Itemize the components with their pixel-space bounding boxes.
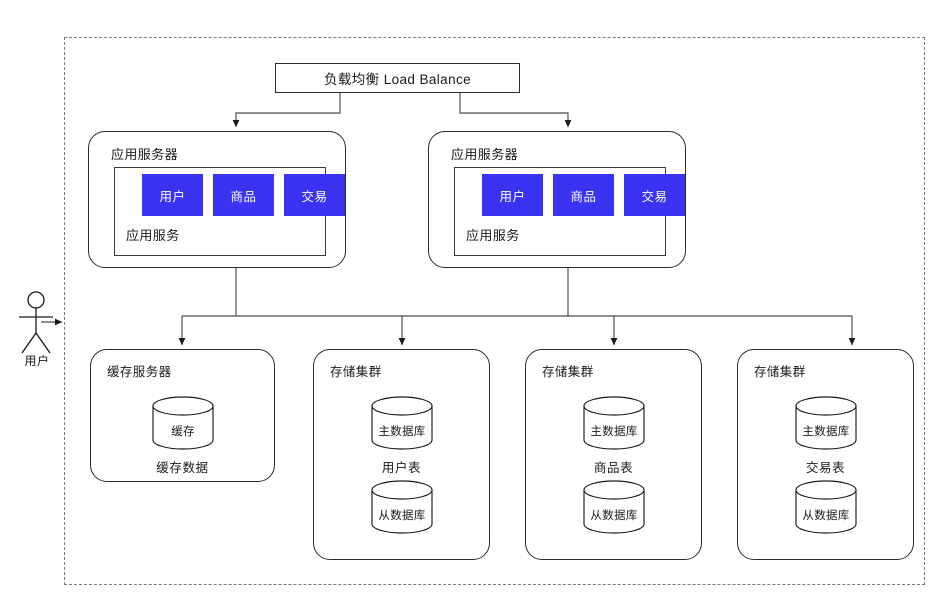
load-balancer-node[interactable]: 负载均衡 Load Balance [275, 63, 520, 93]
storage-cluster-caption: 交易表 [805, 461, 846, 475]
module-chip-group: 用户 商品 交易 [142, 174, 345, 216]
user-actor-icon [19, 291, 53, 354]
slave-db-label: 从数据库 [378, 510, 426, 522]
cylinder-shape-icon [583, 480, 645, 534]
app-service-panel: 用户 商品 交易 应用服务 [454, 167, 685, 256]
cylinder-shape-icon [371, 396, 433, 450]
slave-db-cylinder: 从数据库 [371, 480, 433, 534]
cylinder-shape-icon [371, 480, 433, 534]
slave-db-cylinder: 从数据库 [795, 480, 857, 534]
storage-cluster-node-1[interactable]: 存储集群 主数据库 用户表 从数据库 [313, 349, 490, 560]
app-service-label: 应用服务 [466, 228, 520, 243]
slave-db-label: 从数据库 [590, 510, 638, 522]
storage-cluster-node-2[interactable]: 存储集群 主数据库 商品表 从数据库 [525, 349, 702, 560]
app-server-title: 应用服务器 [451, 147, 519, 162]
cache-cylinder: 缓存 [152, 396, 214, 450]
slave-db-label: 从数据库 [802, 510, 850, 522]
module-chip-user[interactable]: 用户 [482, 174, 543, 216]
module-chip-user[interactable]: 用户 [142, 174, 203, 216]
module-chip-product[interactable]: 商品 [213, 174, 274, 216]
system-boundary [64, 37, 925, 585]
master-db-cylinder: 主数据库 [795, 396, 857, 450]
cache-data-caption: 缓存数据 [156, 461, 209, 475]
slave-db-cylinder: 从数据库 [583, 480, 645, 534]
master-db-label: 主数据库 [802, 426, 850, 438]
storage-cluster-caption: 商品表 [593, 461, 634, 475]
master-db-cylinder: 主数据库 [583, 396, 645, 450]
module-chip-transaction[interactable]: 交易 [284, 174, 345, 216]
app-server-title: 应用服务器 [111, 147, 179, 162]
master-db-cylinder: 主数据库 [371, 396, 433, 450]
app-service-panel: 用户 商品 交易 应用服务 [114, 167, 345, 256]
storage-cluster-title: 存储集群 [754, 365, 806, 379]
app-server-node-1[interactable]: 应用服务器 用户 商品 交易 应用服务 [88, 131, 346, 268]
user-actor-label: 用户 [24, 354, 50, 368]
cylinder-shape-icon [795, 480, 857, 534]
storage-cluster-title: 存储集群 [330, 365, 382, 379]
app-service-label: 应用服务 [126, 228, 180, 243]
cylinder-shape-icon [795, 396, 857, 450]
storage-cluster-title: 存储集群 [542, 365, 594, 379]
cylinder-shape-icon [152, 396, 214, 450]
master-db-label: 主数据库 [378, 426, 426, 438]
cylinder-shape-icon [583, 396, 645, 450]
cache-cylinder-label: 缓存 [171, 426, 195, 438]
master-db-label: 主数据库 [590, 426, 638, 438]
module-chip-transaction[interactable]: 交易 [624, 174, 685, 216]
app-server-node-2[interactable]: 应用服务器 用户 商品 交易 应用服务 [428, 131, 686, 268]
cache-server-node[interactable]: 缓存服务器 缓存 缓存数据 [90, 349, 275, 482]
module-chip-group: 用户 商品 交易 [482, 174, 685, 216]
storage-cluster-node-3[interactable]: 存储集群 主数据库 交易表 从数据库 [737, 349, 914, 560]
cache-server-title: 缓存服务器 [107, 365, 172, 379]
load-balancer-label: 负载均衡 Load Balance [323, 72, 472, 87]
storage-cluster-caption: 用户表 [381, 461, 422, 475]
module-chip-product[interactable]: 商品 [553, 174, 614, 216]
